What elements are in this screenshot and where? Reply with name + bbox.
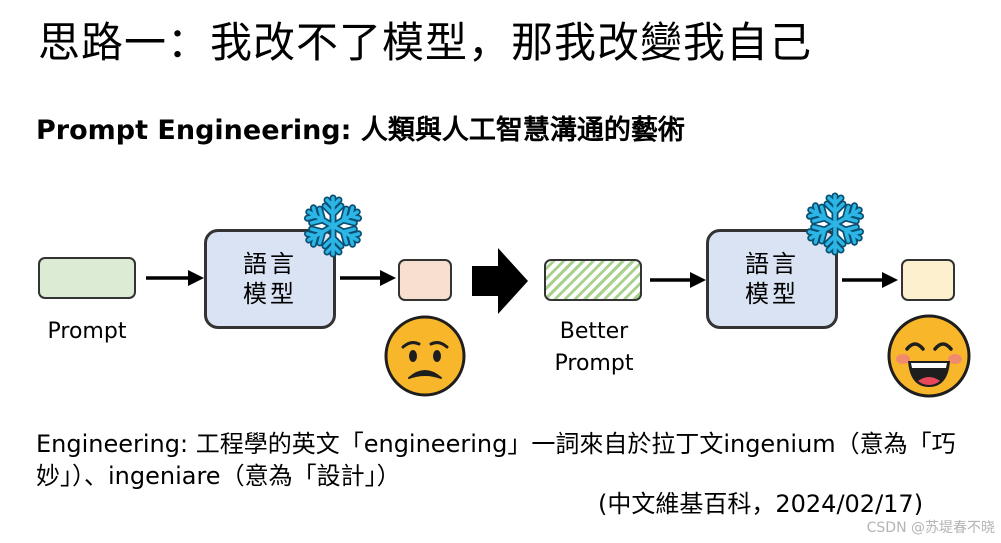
snowflake-icon <box>300 194 366 259</box>
model-label-line1: 語言 <box>745 250 799 278</box>
watermark: CSDN @苏堤春不晓 <box>866 520 995 536</box>
snowflake-icon <box>802 191 868 257</box>
output-box <box>901 259 955 301</box>
prompt-box <box>38 257 136 299</box>
transition-arrow-icon <box>472 248 528 314</box>
etymology-note: Engineering: 工程學的英文「engineering」一詞來自於拉丁文… <box>36 430 956 490</box>
better-prompt-box <box>544 259 642 301</box>
sad-face-icon <box>384 315 466 397</box>
laughing-face-icon <box>887 314 971 398</box>
better-prompt-label-line2: Prompt <box>554 351 634 376</box>
model-label-line1: 語言 <box>243 250 297 278</box>
source-citation: (中文維基百科，2024/02/17) <box>598 490 924 518</box>
arrow-icon <box>842 272 898 288</box>
output-box <box>398 259 452 301</box>
prompt-label: Prompt <box>47 319 127 344</box>
model-label-line2: 模型 <box>243 280 297 308</box>
better-prompt-label-line1: Better <box>559 319 629 344</box>
model-label-line2: 模型 <box>745 280 799 308</box>
arrow-icon <box>146 270 204 286</box>
slide-subtitle: Prompt Engineering: 人類與人工智慧溝通的藝術 <box>36 115 685 146</box>
slide-title: 思路一：我改不了模型，那我改變我自己 <box>38 18 813 67</box>
arrow-icon <box>650 272 706 288</box>
arrow-icon <box>340 270 396 286</box>
language-model-box: 語言 模型 <box>706 229 838 329</box>
